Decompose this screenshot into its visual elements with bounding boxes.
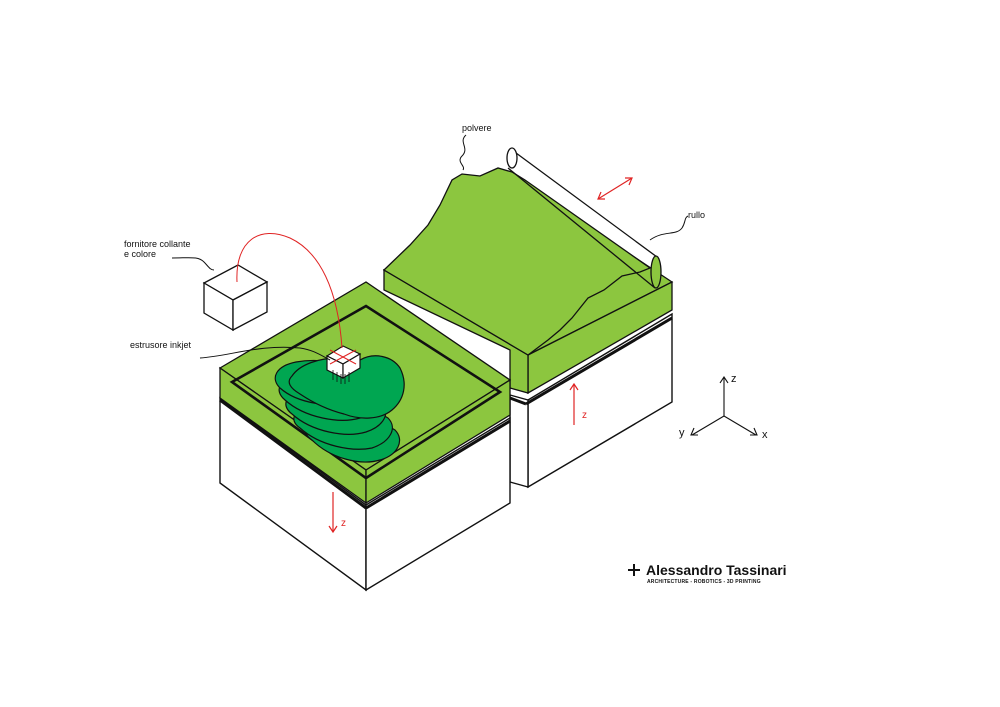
extruder-label: estrusore inkjet [130, 340, 192, 350]
supplier-label-line1: fornitore collante [124, 239, 191, 249]
axis-indicator [690, 376, 758, 436]
glue-color-supplier-cube [202, 264, 269, 332]
axis-x-label: x [762, 429, 768, 441]
powder-leader [459, 134, 467, 171]
feed-bed-z-label: z [582, 410, 587, 421]
feed-bed-base-left [509, 394, 529, 488]
brand-tagline: ARCHITECTURE - ROBOTICS - 3D PRINTING [647, 579, 761, 585]
powder-pile [382, 167, 652, 356]
roller-direction-arrow [597, 177, 633, 200]
supplier-leader [171, 257, 215, 271]
build-bed-z-arrow [328, 492, 338, 534]
printed-object [274, 355, 405, 463]
brand-name: Alessandro Tassinari [646, 562, 787, 578]
powder-label: polvere [462, 123, 492, 133]
inkjet-extruder [325, 345, 362, 384]
build-bed-powder-front [365, 378, 511, 505]
build-bed-z-label: z [341, 518, 346, 529]
plus-icon [628, 564, 640, 576]
roller [506, 147, 662, 289]
axis-y-label: y [679, 427, 685, 439]
build-bed [218, 281, 512, 592]
feed-bed-z-arrow [569, 382, 579, 425]
supply-line [236, 233, 343, 349]
build-bed-base-front [365, 416, 511, 592]
axis-z-label: z [731, 373, 737, 385]
powder-feed-bed [382, 147, 674, 489]
roller-leader [649, 215, 689, 241]
extruder-leader [199, 346, 331, 361]
supplier-label-line2: e colore [124, 249, 156, 259]
brand-logo: Alessandro Tassinari ARCHITECTURE - ROBO… [628, 562, 787, 585]
roller-label: rullo [688, 210, 705, 220]
